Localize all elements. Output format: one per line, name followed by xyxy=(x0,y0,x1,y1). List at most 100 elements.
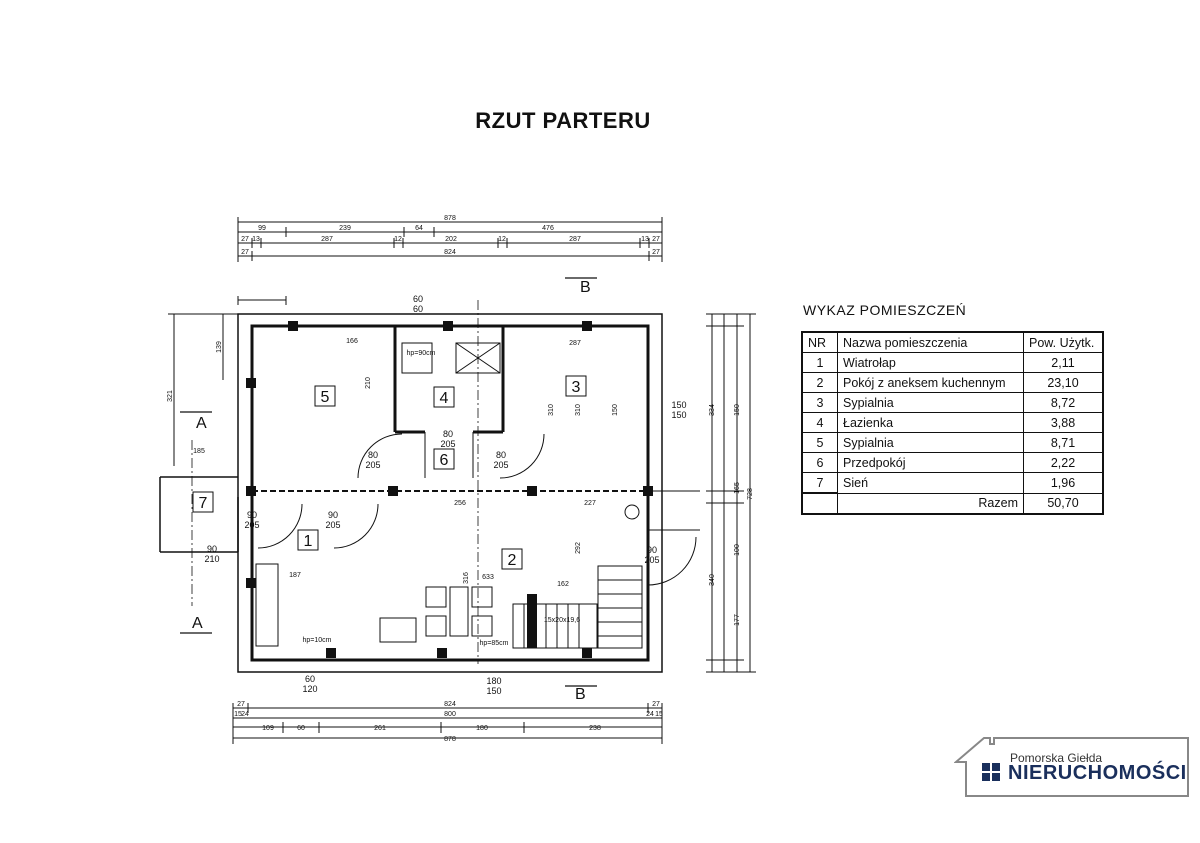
room-name: Sypialnia xyxy=(837,432,1024,453)
total-value: 50,70 xyxy=(1023,492,1104,515)
dim-bot-824: 824 xyxy=(444,701,456,708)
company-logo xyxy=(954,737,1189,797)
dim-bot3-238: 238 xyxy=(589,725,601,732)
window-dim-180-150-part: 180 xyxy=(486,676,501,686)
dim-right-165: 165 xyxy=(734,482,741,494)
dim-right-100: 100 xyxy=(734,544,741,556)
room-name: Sień xyxy=(837,472,1024,494)
room-name: Łazienka xyxy=(837,412,1024,433)
room-nr: 3 xyxy=(801,392,838,413)
room-nr: 1 xyxy=(801,352,838,373)
dim-top3-27b: 27 xyxy=(652,249,660,256)
dim-inner-150: 150 xyxy=(612,404,619,416)
room-area: 3,88 xyxy=(1023,412,1104,433)
section-a-bottom: A xyxy=(192,615,203,632)
door-dim-90-205-c-part: 205 xyxy=(644,555,659,565)
room-area: 8,71 xyxy=(1023,432,1104,453)
dim-inner-633: 633 xyxy=(482,574,494,581)
dim-bot2-24a: 24 xyxy=(241,711,249,718)
dim-bot2-15b: 15 xyxy=(655,711,663,718)
dim-right-total: 728 xyxy=(747,488,754,500)
dim-inner-166: 166 xyxy=(346,338,358,345)
plan-title: RZUT PARTERU xyxy=(475,108,651,133)
section-b-top: B xyxy=(580,279,591,296)
dim-top-total: 878 xyxy=(444,215,456,222)
dim-inner-hp90: hp=90cm xyxy=(407,350,436,357)
room-nr: 4 xyxy=(801,412,838,433)
col-name-header: Nazwa pomieszczenia xyxy=(837,331,1024,353)
window-dim-60-120-part: 60 xyxy=(305,674,315,684)
dim-bot-27a: 27 xyxy=(237,701,245,708)
room-nr: 2 xyxy=(801,372,838,393)
legend-heading: WYKAZ POMIESZCZEŃ xyxy=(803,302,967,318)
dim-right-340: 340 xyxy=(709,574,716,586)
door-dim-80-205-c-part: 80 xyxy=(496,450,506,460)
door-dim-90-210-part: 90 xyxy=(207,544,217,554)
dim-inner-256: 256 xyxy=(454,500,466,507)
rooms-table-header: NR Nazwa pomieszczenia Pow. Użytk. xyxy=(801,331,1104,353)
dim-top-13b: 13 xyxy=(641,236,649,243)
dim-top-27a: 27 xyxy=(241,236,249,243)
room-number-2: 2 xyxy=(508,552,517,569)
room-area: 2,11 xyxy=(1023,352,1104,373)
door-dim-90-210-part: 210 xyxy=(204,554,219,564)
room-nr: 7 xyxy=(801,472,838,494)
dim-top-476: 476 xyxy=(542,225,554,232)
dim-top-287a: 287 xyxy=(321,236,333,243)
logo-grid-icon xyxy=(982,763,1002,783)
dim-bot-27b: 27 xyxy=(652,701,660,708)
dim-top-27b: 27 xyxy=(652,236,660,243)
dim-inner-187: 187 xyxy=(289,572,301,579)
dim-top-239: 239 xyxy=(339,225,351,232)
room-numbers: 5 4 3 6 7 1 2 xyxy=(199,379,581,569)
furniture xyxy=(255,342,640,647)
room-area: 1,96 xyxy=(1023,472,1104,494)
col-area-header: Pow. Użytk. xyxy=(1023,331,1104,353)
dim-bot3-60: 60 xyxy=(297,725,305,732)
room-name: Przedpokój xyxy=(837,452,1024,473)
room-number-1: 1 xyxy=(304,533,313,550)
dim-top-13a: 13 xyxy=(252,236,260,243)
section-a-top: A xyxy=(196,415,207,432)
dim-top3-824: 824 xyxy=(444,249,456,256)
room-number-3: 3 xyxy=(572,379,581,396)
room-name: Sypialnia xyxy=(837,392,1024,413)
door-dim-80-205-c-part: 205 xyxy=(493,460,508,470)
window-dim-150-150-part: 150 xyxy=(671,410,686,420)
room-name: Wiatrołap xyxy=(837,352,1024,373)
dim-inner-162: 162 xyxy=(557,581,569,588)
dim-top-12a: 12 xyxy=(394,236,402,243)
door-dim-80-205-b-part: 205 xyxy=(440,439,455,449)
dimension-lines xyxy=(168,217,756,744)
dim-right-150: 150 xyxy=(734,404,741,416)
window-dim-60-60-part: 60 xyxy=(413,304,423,314)
section-letters: B B A A xyxy=(192,279,591,703)
side-dimension-texts: 728 334 340 150 165 100 177 321 139 310 … xyxy=(167,341,754,626)
room-area: 23,10 xyxy=(1023,372,1104,393)
rooms-total-row: Razem 50,70 xyxy=(802,492,1104,515)
room-nr: 5 xyxy=(801,432,838,453)
dim-inner-287: 287 xyxy=(569,340,581,347)
door-dim-80-205-b-part: 80 xyxy=(443,429,453,439)
room-nr: 6 xyxy=(801,452,838,473)
window-dim-150-150-part: 150 xyxy=(671,400,686,410)
dim-inner-310a: 310 xyxy=(548,404,555,416)
dim-top-287b: 287 xyxy=(569,236,581,243)
window-dim-180-150-part: 150 xyxy=(486,686,501,696)
dim-bot2-24b: 24 xyxy=(646,711,654,718)
dim-inner-227: 227 xyxy=(584,500,596,507)
